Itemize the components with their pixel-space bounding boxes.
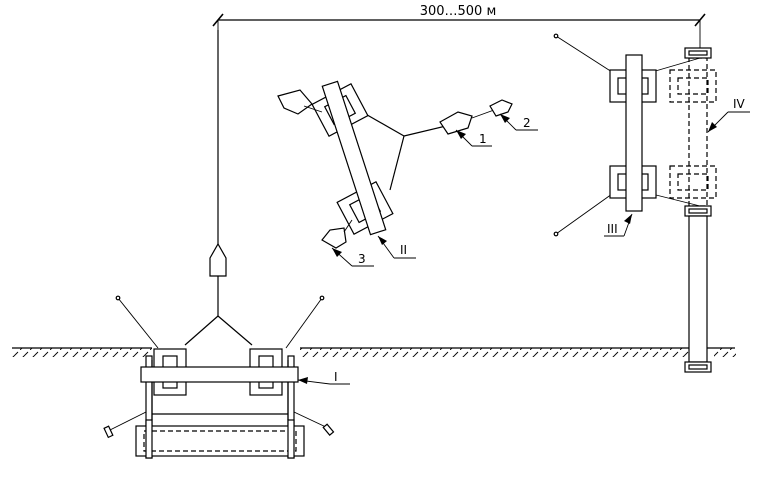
label-position-4: IV [733, 97, 746, 111]
label-num-2: 2 [523, 116, 531, 130]
leader-num-2 [499, 113, 538, 131]
position-2-assembly [277, 80, 447, 249]
distance-label: 300…500 м [420, 4, 497, 19]
pulling-cable [184, 30, 253, 346]
label-position-1: I [334, 370, 338, 384]
tug-boat-1 [439, 109, 495, 135]
position-3-assembly [553, 33, 701, 237]
label-num-1: 1 [479, 132, 487, 146]
leader-1 [297, 377, 350, 385]
label-position-2: II [400, 243, 407, 257]
ground [12, 347, 736, 357]
label-num-3: 3 [358, 252, 366, 266]
position-1-assembly [103, 295, 335, 459]
leader-position-2 [377, 235, 416, 259]
position-4-assembly [669, 47, 717, 373]
leader-num-3 [331, 247, 374, 267]
tug-boat-2 [489, 99, 513, 117]
distance-dimension [212, 13, 706, 52]
leader-position-3 [604, 213, 633, 237]
leader-position-4 [707, 111, 750, 133]
leader-num-1 [455, 129, 492, 147]
label-position-3: III [607, 222, 618, 236]
